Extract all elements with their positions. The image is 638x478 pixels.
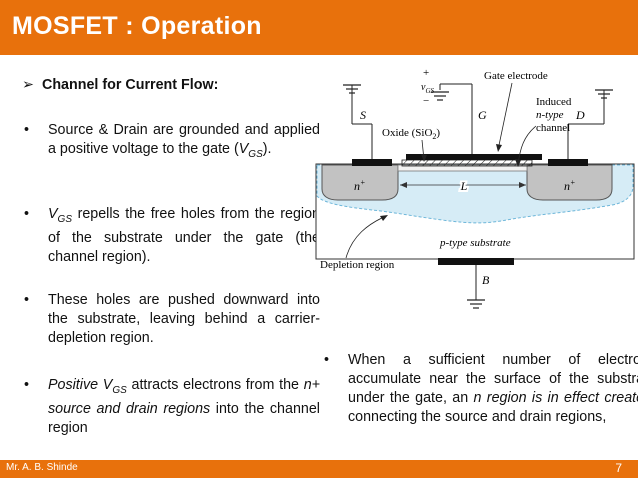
induced-channel-label-2: n-type <box>536 109 564 121</box>
source-n-label: n+ <box>354 178 365 193</box>
substrate-label: p-type substrate <box>439 237 511 249</box>
drain-terminal-label: D <box>575 108 585 122</box>
mosfet-diagram: n+ n+ L L S + vGS − G D B Gate electrod <box>315 67 635 309</box>
gate-metal <box>406 154 542 160</box>
induced-channel-label-1: Induced <box>536 96 572 108</box>
title-bar: MOSFET : Operation <box>0 0 638 55</box>
bullet-dot-icon: • <box>324 352 330 368</box>
page-number: 7 <box>615 461 622 475</box>
drain-contact <box>548 159 588 166</box>
source-terminal-label: S <box>360 108 366 122</box>
gate-terminal-label: G <box>478 108 487 122</box>
bullet-3-text: These holes are pushed downward into the… <box>48 292 320 346</box>
bullet-dot-icon: • <box>24 122 30 138</box>
source-contact <box>352 159 392 166</box>
bullet-dot-icon: • <box>24 292 30 308</box>
slide-title: MOSFET : Operation <box>12 12 262 40</box>
section-heading-text: Channel for Current Flow: <box>42 77 219 93</box>
source-n-region <box>321 164 399 201</box>
induced-channel-label-3: channel <box>536 122 570 134</box>
footer-bar: Mr. A. B. Shinde 7 <box>0 460 638 478</box>
bullet-dot-icon: • <box>24 206 30 222</box>
drain-n-region <box>526 164 613 201</box>
bullet-5-text: When a sufficient number of electrons ac… <box>348 352 638 425</box>
oxide-layer <box>401 159 533 167</box>
drain-n-label: n+ <box>564 178 575 193</box>
vgs-minus: − <box>423 95 429 107</box>
gate-electrode-label: Gate electrode <box>484 70 548 82</box>
channel-length-label-text: L <box>460 179 468 193</box>
bullet-1-text: Source & Drain are grounded and applied … <box>48 122 320 160</box>
vgs-label: vGS <box>421 82 435 95</box>
bullet-2-text: VGS repells the free holes from the regi… <box>48 206 320 265</box>
vgs-plus: + <box>423 67 429 79</box>
body-terminal-label: B <box>482 273 490 287</box>
channel-length-label: L <box>460 179 468 193</box>
arrow-bullet-icon: ➢ <box>22 77 34 93</box>
bullet-4-text: Positive VGS attracts electrons from the… <box>48 377 320 436</box>
depletion-region-label: Depletion region <box>320 259 395 271</box>
body-contact <box>438 258 514 265</box>
bullet-dot-icon: • <box>24 377 30 393</box>
oxide-label: Oxide (SiO2) <box>382 127 440 141</box>
footer-author: Mr. A. B. Shinde <box>6 462 78 473</box>
section-heading: ➢ Channel for Current Flow: <box>22 76 218 95</box>
